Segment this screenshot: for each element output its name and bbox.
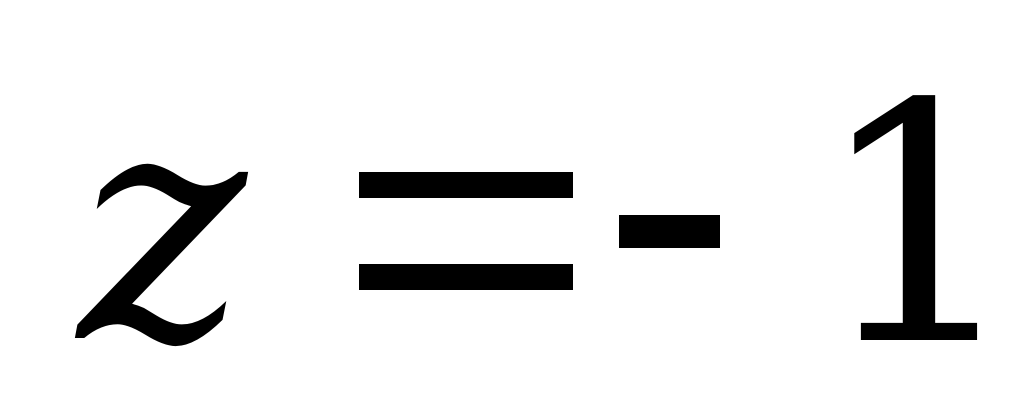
equation-value: 1 [814,34,1024,403]
equals-sign [359,172,573,290]
equals-bottom-bar [359,264,573,290]
equation-variable: z [73,42,253,403]
equals-top-bar [359,172,573,198]
minus-sign [619,215,720,248]
